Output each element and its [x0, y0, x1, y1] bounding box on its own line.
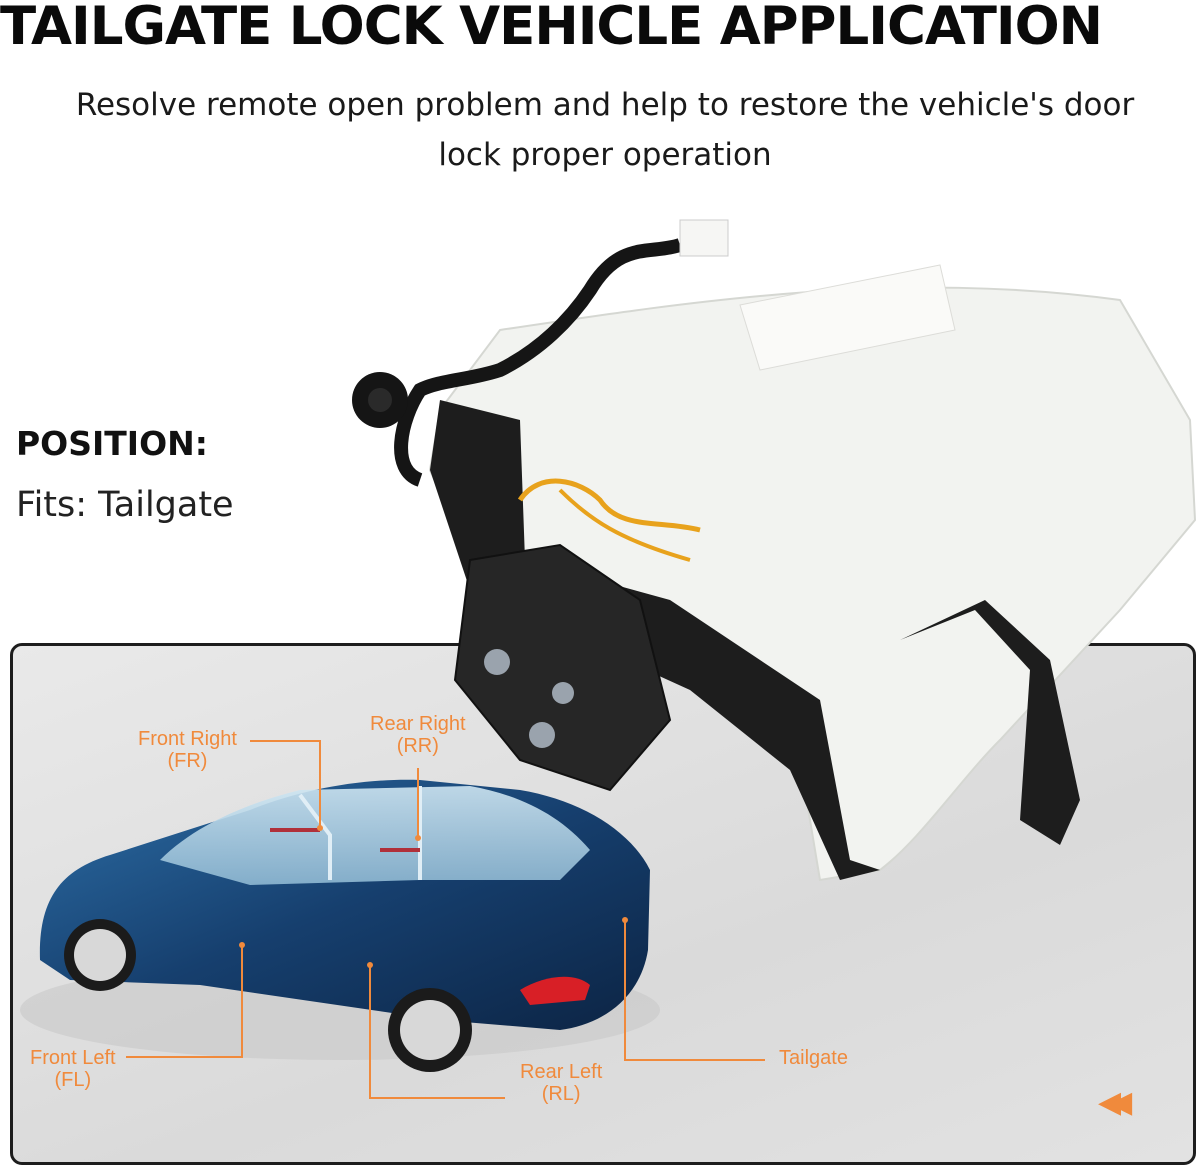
- double-left-arrow-icon: ◀◀: [1098, 1086, 1132, 1119]
- position-value: Fits: Tailgate: [16, 485, 234, 525]
- label-front-right: Front Right(FR): [138, 728, 237, 772]
- page-title: TAILGATE LOCK VEHICLE APPLICATION: [0, 0, 1103, 57]
- position-label: POSITION:: [16, 424, 208, 463]
- label-rear-left: Rear Left(RL): [520, 1061, 603, 1105]
- label-rear-right: Rear Right(RR): [370, 713, 466, 757]
- subtitle: Resolve remote open problem and help to …: [75, 87, 1135, 173]
- leader-lines: [126, 740, 765, 1099]
- tailgate-lock-product: [352, 219, 1197, 882]
- label-tailgate: Tailgate: [779, 1047, 848, 1069]
- label-front-left: Front Left(FL): [30, 1047, 116, 1091]
